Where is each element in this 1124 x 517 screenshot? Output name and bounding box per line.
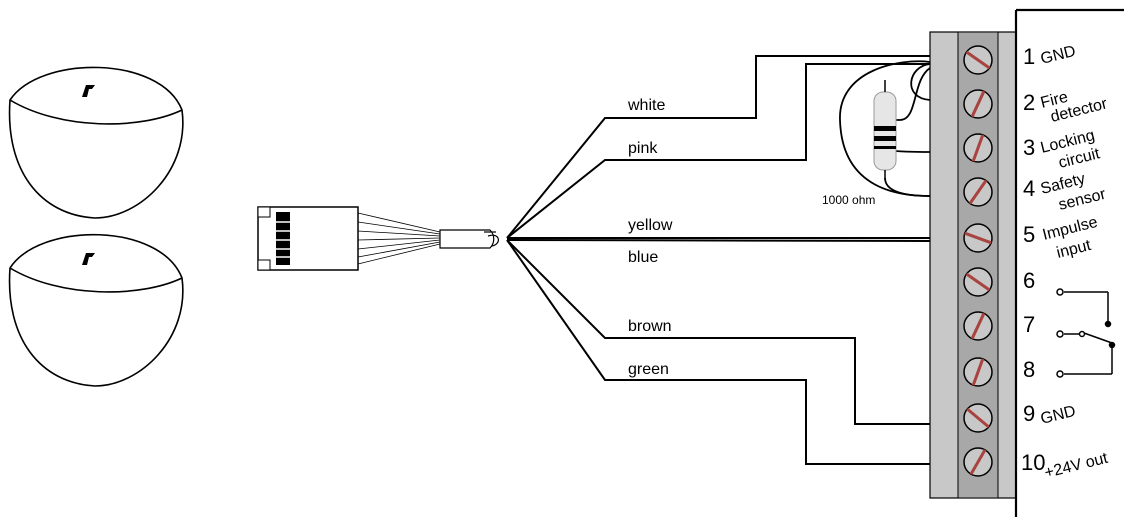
terminal-screw-icon [963,177,993,207]
terminal-screw-icon [963,357,993,387]
terminal-screw-icon [963,267,993,297]
terminal-number-8: 8 [1023,357,1035,382]
connector-wires [357,212,441,265]
terminal-screw-icon [963,45,993,75]
wire-label-blue: blue [628,249,658,266]
terminal-number-1: 1 [1023,44,1035,69]
wire-label-yellow: yellow [628,217,673,234]
terminal-number-5: 5 [1023,222,1035,247]
terminal-screw-icon [963,89,993,119]
terminal-number-9: 9 [1023,401,1035,426]
panel-edge [1014,8,1124,517]
jumper-wires [839,60,931,197]
terminal-number-4: 4 [1023,176,1035,201]
sensor-eye-icon [82,85,95,97]
relay-contact-symbol [1056,288,1116,378]
terminal-screw-icon [963,311,993,341]
terminal-label-9: GND [1039,403,1078,428]
terminal-number-10: 10 [1021,450,1045,475]
wire-label-green: green [628,361,669,378]
wire-label-brown: brown [628,318,672,335]
terminal-screws [963,45,993,477]
wire-label-pink: pink [628,140,658,157]
cable-jacket [439,229,499,249]
wire-label-white: white [627,97,665,114]
terminal-labels: 1 GND 2 Fire detector 3 Locking circuit … [1021,43,1110,482]
sensor-dome-bottom [8,233,184,387]
terminal-screw-icon [963,223,993,253]
terminal-number-7: 7 [1023,312,1035,337]
resistor [873,80,897,180]
terminal-number-3: 3 [1023,135,1035,160]
terminal-label-10: +24V out [1043,450,1110,482]
terminal-label-5b: input [1055,237,1093,262]
terminal-screw-icon [963,447,993,477]
resistor-value-label: 1000 ohm [822,193,875,207]
sensor-eye-icon [82,253,95,265]
terminal-number-6: 6 [1023,268,1035,293]
terminal-screw-icon [963,403,993,433]
sensor-dome-top [8,66,184,219]
terminal-label-1: GND [1039,43,1078,68]
terminal-number-2: 2 [1023,90,1035,115]
connector-plug [257,206,359,271]
wire-bundle [506,55,931,465]
terminal-label-5a: Impulse [1041,214,1100,244]
terminal-label-2a: Fire [1039,89,1070,112]
terminal-screw-icon [963,133,993,163]
